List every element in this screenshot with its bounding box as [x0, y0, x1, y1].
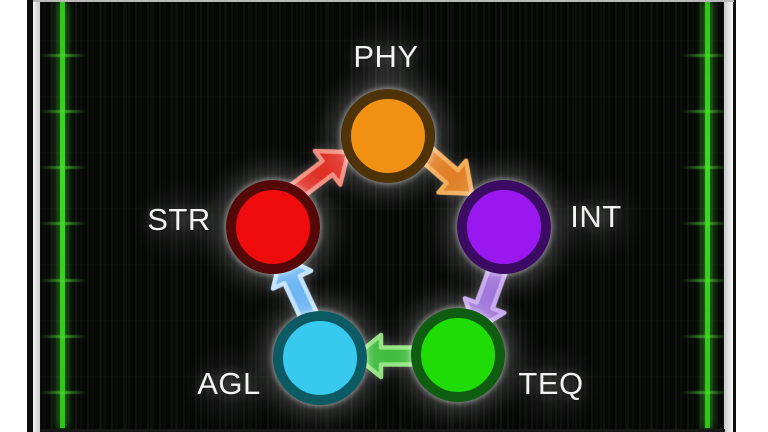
green-border-line-right [705, 2, 710, 428]
type-node-teq [411, 308, 505, 402]
tick-right [681, 222, 729, 225]
bottom-edge-strip [40, 429, 725, 432]
type-node-int [457, 180, 551, 274]
tick-right [681, 391, 729, 394]
letterbox-left [0, 0, 27, 432]
green-border-line-left [60, 2, 65, 428]
screen-edge-left [27, 0, 33, 432]
tick-left [39, 335, 87, 338]
tick-left [39, 166, 87, 169]
tick-right [681, 279, 729, 282]
tick-left [39, 391, 87, 394]
letterbox-right [736, 0, 768, 432]
type-label-agl: AGL [197, 366, 261, 401]
type-label-phy: PHY [353, 39, 419, 74]
label-smudge-agl [183, 342, 279, 430]
tick-right [681, 335, 729, 338]
label-smudge-str [133, 178, 229, 266]
white-stripe-right [724, 0, 733, 432]
type-node-phy [341, 89, 435, 183]
type-node-agl [273, 311, 367, 405]
top-edge-strip [33, 0, 734, 2]
tick-left [39, 279, 87, 282]
type-label-str: STR [147, 202, 211, 237]
tick-right [681, 54, 729, 57]
screen-background [27, 0, 736, 432]
label-smudge-phy [340, 15, 436, 103]
type-node-str [226, 180, 320, 274]
label-smudge-int [550, 175, 646, 263]
tick-left [39, 222, 87, 225]
white-stripe-left [33, 0, 40, 432]
screen-edge-right [733, 0, 736, 432]
type-label-teq: TEQ [518, 366, 584, 401]
label-smudge-teq [505, 342, 601, 430]
tick-left [39, 54, 87, 57]
tick-right [681, 166, 729, 169]
tick-left [39, 110, 87, 113]
type-label-int: INT [570, 199, 622, 234]
tick-right [681, 110, 729, 113]
